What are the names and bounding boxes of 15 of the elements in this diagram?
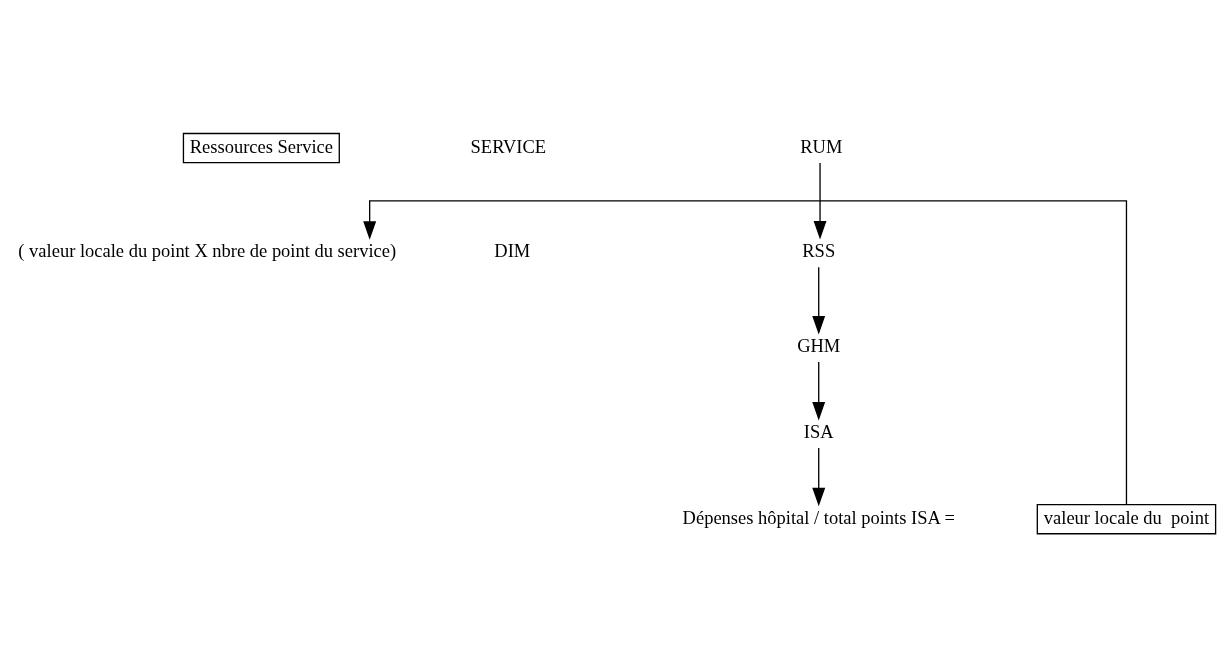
node-text: GHM bbox=[797, 335, 841, 356]
node-text: RUM bbox=[800, 136, 843, 157]
arrow bbox=[812, 446, 826, 506]
node-box: valeur locale du point bbox=[1036, 503, 1217, 534]
node-text: Dépenses hôpital / total points ISA = bbox=[682, 507, 955, 528]
node-text: ISA bbox=[803, 421, 834, 442]
arrow bbox=[812, 360, 826, 420]
arrow bbox=[812, 266, 826, 334]
node-text: ( valeur locale du point X nbre de point du service) bbox=[18, 240, 397, 261]
arrow bbox=[813, 161, 827, 239]
label: DIM bbox=[494, 240, 531, 261]
node-text: RSS bbox=[802, 240, 836, 261]
node-box: Ressources Service bbox=[182, 132, 340, 163]
label: SERVICE bbox=[470, 136, 547, 157]
arrow bbox=[363, 199, 1128, 505]
